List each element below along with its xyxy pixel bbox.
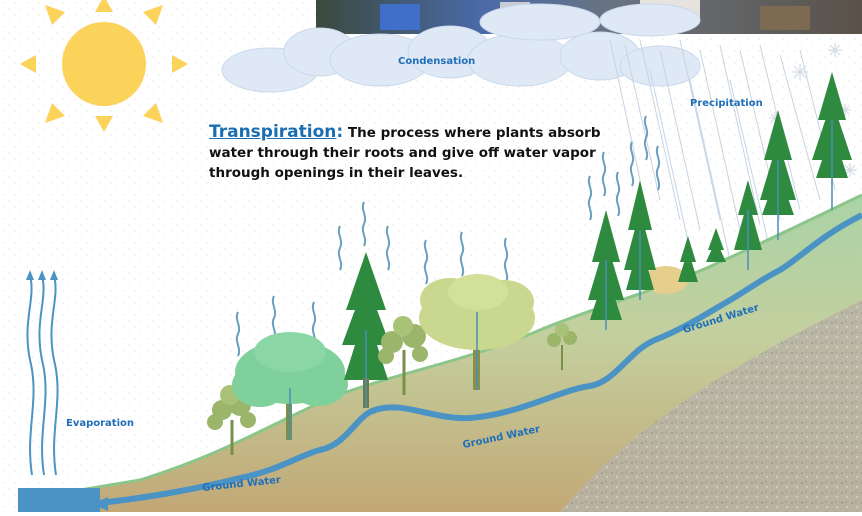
lake [18, 488, 100, 512]
evaporation-arrows [26, 274, 59, 476]
transpiration-definition: Transpiration: The process where plants … [209, 122, 609, 183]
transpiration-colon: : [336, 122, 344, 142]
precipitation-label: Precipitation [690, 98, 763, 109]
stream-arrowhead [92, 497, 108, 511]
deciduous-tree-olive [419, 274, 535, 390]
evaporation-arrowheads [26, 270, 58, 280]
small-tree [378, 316, 428, 395]
shrub [207, 385, 256, 455]
deciduous-tree [232, 332, 348, 440]
ground-water-stream [99, 212, 862, 506]
condensation-cloud [221, 3, 701, 93]
transpiration-term: Transpiration [209, 122, 337, 142]
evaporation-label: Evaporation [66, 418, 135, 429]
condensation-label: Condensation [398, 56, 476, 67]
tan-bush [644, 266, 688, 294]
shrub-right [547, 323, 577, 370]
transpiration-vapor [235, 115, 661, 357]
root-uptake-arrows [289, 120, 833, 440]
sun-icon [20, 0, 188, 132]
transpiration-definition-text: The process where plants absorb water th… [209, 125, 601, 181]
snowflakes [769, 43, 857, 177]
